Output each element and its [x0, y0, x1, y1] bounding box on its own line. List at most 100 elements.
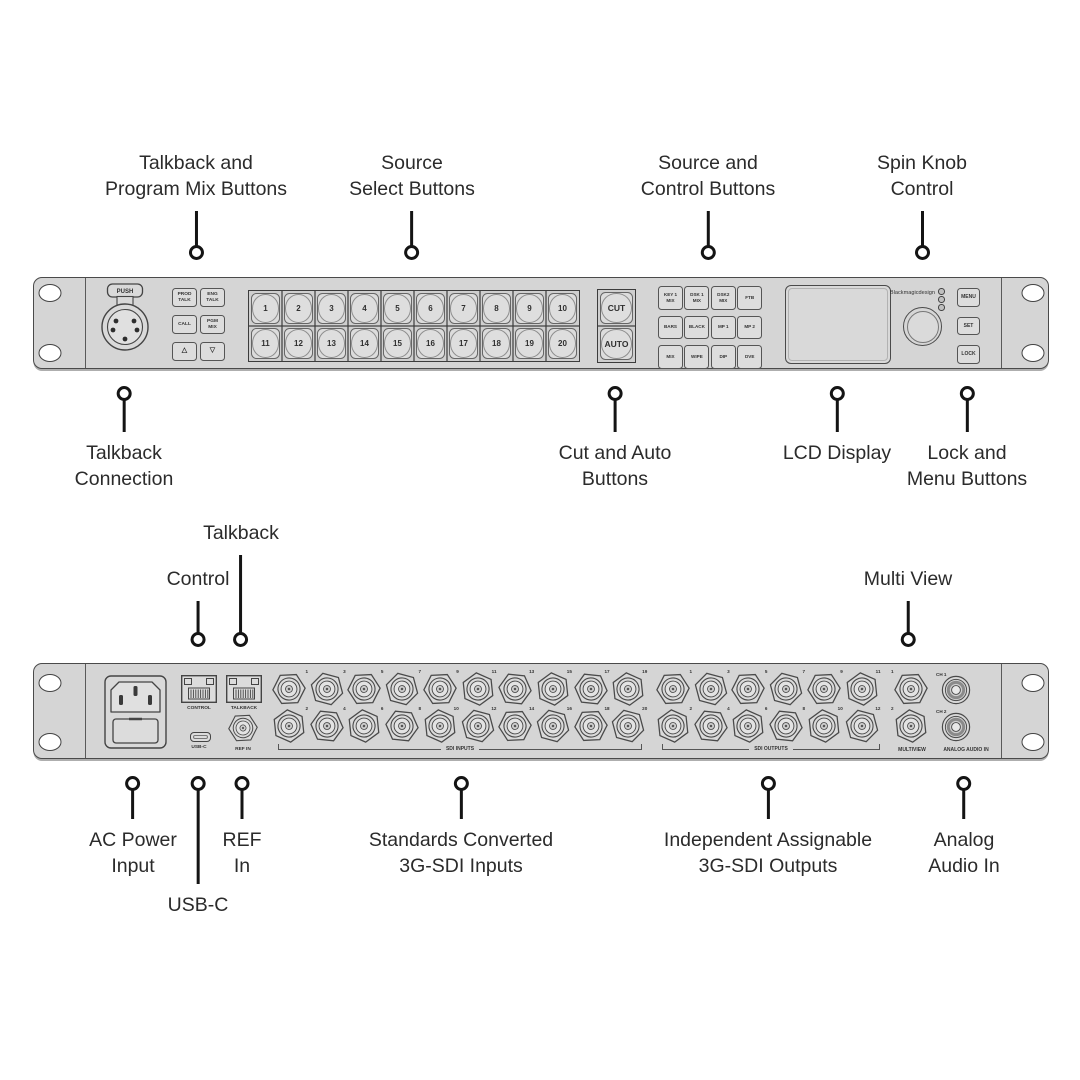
- callout-text: LCD Display: [783, 440, 891, 466]
- rack-mount-hole: [1021, 733, 1045, 751]
- bnc-number: 16: [566, 706, 572, 711]
- source-button-cell: 20: [546, 326, 579, 361]
- source-button-cell: 17: [447, 326, 480, 361]
- callout-line: Select Buttons: [349, 178, 475, 200]
- callout-text: Talkback: [203, 520, 279, 546]
- control-ethernet-port: [181, 675, 217, 703]
- source-button-label: 12: [294, 339, 303, 348]
- control-button-7: MP 1: [710, 315, 736, 339]
- callout-stem: [239, 555, 243, 634]
- source-button-label: 17: [459, 339, 468, 348]
- spin-knob: [903, 307, 942, 346]
- sdi-input-1: 1: [272, 669, 308, 706]
- callout-line: 3G-SDI Outputs: [698, 855, 838, 877]
- callout-stem: [122, 399, 126, 432]
- source-button-cell: 18: [480, 326, 513, 361]
- bnc-number: 6: [380, 706, 384, 711]
- source-button-label: 1: [263, 304, 268, 313]
- callout-dot: [404, 245, 420, 260]
- source-button-cell: 7: [447, 291, 480, 326]
- source-button-18: 18: [481, 327, 512, 360]
- control-button-3: DSK2 MIX: [710, 286, 736, 310]
- bnc-number: 19: [642, 669, 648, 674]
- callout-line: Independent Assignable: [663, 829, 873, 851]
- source-button-label: 19: [525, 339, 534, 348]
- control-button-8: MP 2: [737, 315, 763, 339]
- talkback-xlr-connector: PUSH: [101, 283, 149, 351]
- callout-stem: [962, 789, 966, 819]
- sdi-input-16: 16: [536, 706, 572, 743]
- ref-in-port: [228, 713, 258, 743]
- sdi-output-9: 9: [806, 669, 843, 706]
- callout-line: AC Power: [89, 829, 177, 851]
- callout-line: Talkback and: [139, 152, 253, 174]
- bnc-number: 9: [840, 669, 843, 674]
- control-button-10: WIPE: [684, 345, 710, 369]
- source-button-cell: 12: [282, 326, 315, 361]
- rack-ear-divider: [85, 664, 87, 758]
- callout-line: Buttons: [581, 468, 649, 490]
- callout-ac-power-input: AC Power Input: [89, 776, 177, 879]
- lcd-display: [785, 285, 891, 364]
- rack-mount-hole: [38, 284, 62, 302]
- sdi-output-3: 3: [694, 669, 730, 706]
- callout-line: 3G-SDI Inputs: [399, 855, 523, 877]
- ac-power-inlet: [104, 675, 167, 749]
- sdi-input-11: 11: [461, 669, 497, 706]
- callout-line: Source and: [658, 152, 758, 174]
- callout-line: Standards Converted: [368, 829, 554, 851]
- callout-talkback-port: Talkback: [203, 520, 279, 647]
- callout-line: In: [233, 855, 251, 877]
- rack-mount-hole: [1021, 284, 1045, 302]
- bnc-number: 15: [566, 669, 572, 674]
- control-button-6: BLACK: [684, 315, 710, 339]
- analog-audio-jack-2: CH 2: [936, 709, 973, 744]
- callout-line: Spin Knob: [877, 152, 967, 174]
- talkback-button-3: CALL: [172, 315, 197, 334]
- source-button-9: 9: [514, 292, 545, 325]
- callout-line: LCD Display: [782, 442, 892, 464]
- sdi-output-8: 8: [769, 706, 805, 743]
- bnc-number: 3: [727, 669, 730, 674]
- callout-dot: [700, 245, 716, 260]
- control-button-4: FTB: [737, 286, 763, 310]
- callout-stem: [613, 399, 617, 432]
- callout-text: AC Power Input: [89, 827, 177, 879]
- callout-text: Standards Converted 3G-SDI Inputs: [369, 827, 553, 879]
- source-button-5: 5: [382, 292, 413, 325]
- source-button-label: 16: [426, 339, 435, 348]
- source-button-17: 17: [448, 327, 479, 360]
- callout-talkback-program-mix-buttons: Talkback and Program Mix Buttons: [105, 150, 287, 260]
- sdi-input-17: 17: [573, 669, 610, 706]
- bnc-number: 1: [305, 669, 308, 674]
- source-button-4: 4: [349, 292, 380, 325]
- control-button-9: MIX: [658, 345, 683, 369]
- callout-dot: [190, 632, 206, 647]
- bnc-number: 2: [891, 706, 894, 711]
- source-button-cell: 16: [414, 326, 447, 361]
- sdi-output-7: 7: [769, 669, 805, 706]
- source-button-label: 10: [558, 304, 567, 313]
- control-port-label: CONTROL: [187, 706, 211, 711]
- bnc-number: 1: [689, 669, 692, 674]
- transition-button-label: CUT: [607, 303, 626, 313]
- source-button-cell: 8: [480, 291, 513, 326]
- source-button-cell: 3: [315, 291, 348, 326]
- source-button-label: 7: [461, 304, 466, 313]
- callout-control-port: Control: [167, 566, 229, 647]
- source-button-label: 3: [329, 304, 334, 313]
- callout-line: Talkback: [86, 442, 162, 464]
- sdi-inputs-label: SDI INPUTS: [445, 745, 475, 752]
- rack-ear-divider: [85, 278, 87, 368]
- ref-in-port-label: REF IN: [235, 747, 251, 752]
- control-button-1: KEY 1 MIX: [658, 286, 683, 310]
- sdi-input-8: 8: [385, 706, 421, 743]
- sdi-inputs-bracket: SDI INPUTS: [278, 744, 642, 752]
- bnc-number: 5: [764, 669, 768, 674]
- rack-mount-hole: [1021, 674, 1045, 692]
- callout-line: Talkback: [203, 522, 279, 544]
